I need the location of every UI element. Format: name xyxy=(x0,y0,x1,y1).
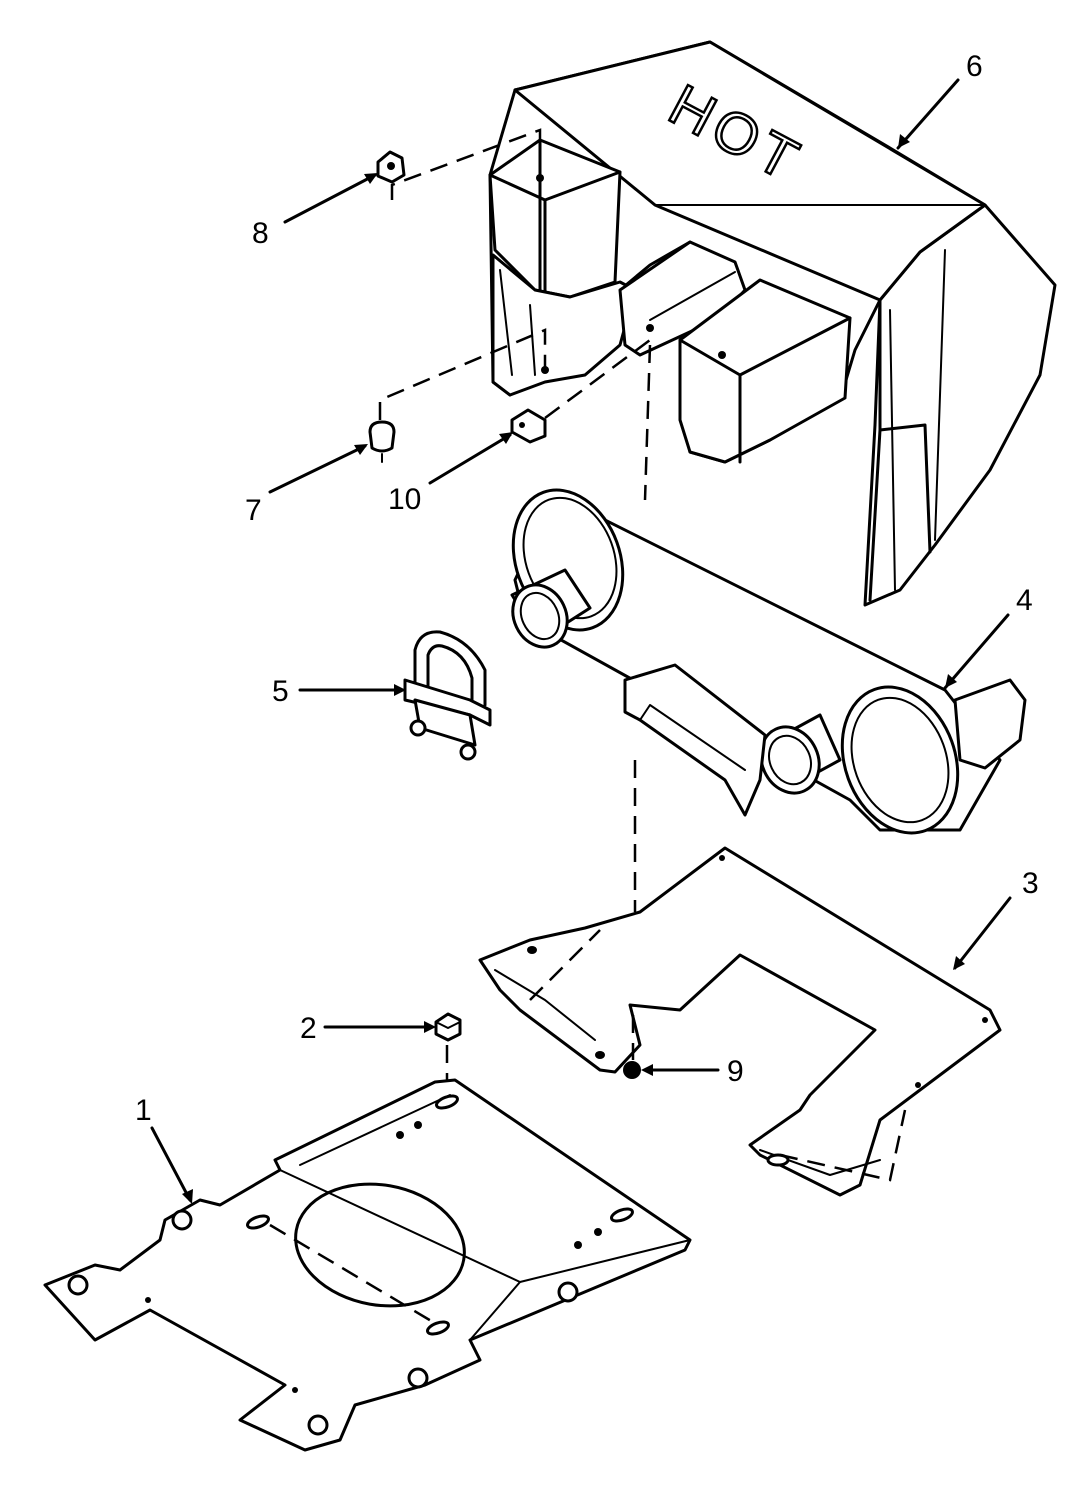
muffler xyxy=(510,488,1027,835)
callout-3: 3 xyxy=(1022,867,1039,900)
callout-2: 2 xyxy=(300,1012,317,1045)
heat-shield: HOT xyxy=(488,40,1057,607)
nut-part-8 xyxy=(376,150,406,184)
callout-10: 10 xyxy=(388,483,421,516)
muffler-bracket xyxy=(478,846,1002,1197)
base-plate-hole-line xyxy=(269,1223,439,1327)
assembly-line-bracket xyxy=(529,929,601,1001)
spacer-part-7 xyxy=(368,420,396,463)
callout-8: 8 xyxy=(252,217,269,250)
assembly-line-7 xyxy=(378,328,547,420)
leader-lines xyxy=(150,78,1012,1204)
callout-5: 5 xyxy=(272,675,289,708)
callout-6: 6 xyxy=(966,50,983,83)
assembly-line-8 xyxy=(390,128,542,200)
callout-numbers: 6 8 7 10 4 5 3 2 9 1 xyxy=(135,50,1039,1127)
u-bolt-clamp xyxy=(403,630,492,761)
assembly-line-vertical xyxy=(643,344,652,501)
screw-part-9 xyxy=(623,1061,641,1079)
callout-7: 7 xyxy=(245,494,262,527)
assembly-line-bracket-2 xyxy=(779,1109,907,1182)
clip-part-10 xyxy=(510,408,547,444)
assembly-line-10 xyxy=(544,338,651,420)
nut-part-2 xyxy=(434,1012,462,1042)
callout-9: 9 xyxy=(727,1055,744,1088)
callout-1: 1 xyxy=(135,1094,152,1127)
callout-4: 4 xyxy=(1016,584,1033,617)
base-plate xyxy=(43,1078,692,1452)
